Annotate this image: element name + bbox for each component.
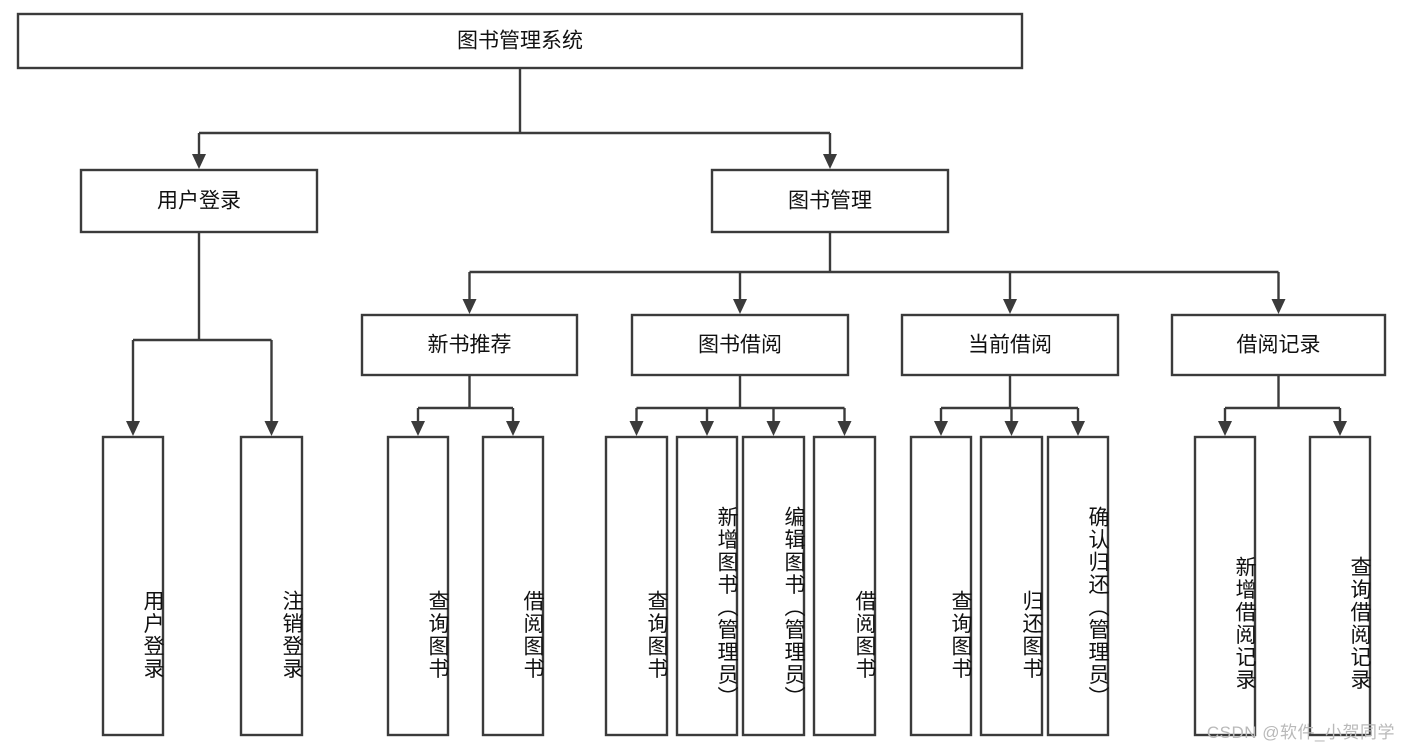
level2-box[interactable] xyxy=(710,168,950,234)
leaf-node[interactable] xyxy=(481,435,545,737)
level3-box[interactable] xyxy=(360,313,579,377)
root-label: 图书管理系统 xyxy=(457,30,583,53)
leaf-box[interactable] xyxy=(1308,435,1372,737)
level3-label: 借阅记录 xyxy=(1237,334,1321,357)
level3-label: 新书推荐 xyxy=(428,334,512,357)
leaf-node[interactable] xyxy=(1308,435,1372,737)
arrow-head-icon xyxy=(837,421,852,436)
level2-label: 图书管理 xyxy=(788,190,872,213)
arrow-head-icon xyxy=(733,299,747,314)
arrow-head-icon xyxy=(934,421,948,436)
leaf-box[interactable] xyxy=(1193,435,1257,737)
level2-label: 用户登录 xyxy=(157,190,241,213)
leaf-box[interactable] xyxy=(101,435,165,737)
arrow-head-icon xyxy=(1333,421,1347,436)
level3-node[interactable]: 新书推荐 xyxy=(360,313,579,377)
leaf-box[interactable] xyxy=(909,435,973,737)
watermark: CSDN @软件_小贺同学 xyxy=(1206,723,1395,742)
leaf-node[interactable] xyxy=(812,435,877,737)
arrow-head-icon xyxy=(823,154,837,169)
level2-box[interactable] xyxy=(79,168,319,234)
arrow-head-icon xyxy=(629,421,644,436)
edge-layer xyxy=(126,68,1347,436)
arrow-head-icon xyxy=(462,299,477,314)
arrow-head-icon xyxy=(192,154,206,169)
level3-label: 当前借阅 xyxy=(968,334,1052,357)
level3-node[interactable]: 图书借阅 xyxy=(630,313,850,377)
level3-label: 图书借阅 xyxy=(698,334,782,357)
leaf-box[interactable] xyxy=(675,435,739,737)
leaf-node[interactable] xyxy=(1193,435,1257,737)
leaf-node[interactable] xyxy=(1046,435,1110,737)
arrow-head-icon xyxy=(506,421,520,436)
arrow-head-icon xyxy=(411,421,425,436)
arrow-head-icon xyxy=(1218,421,1232,436)
leaf-box[interactable] xyxy=(386,435,450,737)
root-node[interactable]: 图书管理系统 xyxy=(16,12,1024,70)
leaf-box[interactable] xyxy=(239,435,304,737)
leaf-box[interactable] xyxy=(604,435,669,737)
leaf-box[interactable] xyxy=(741,435,806,737)
level3-node[interactable]: 借阅记录 xyxy=(1170,313,1387,377)
level3-node[interactable]: 当前借阅 xyxy=(900,313,1120,377)
leaf-node[interactable] xyxy=(101,435,165,737)
leaf-box[interactable] xyxy=(1046,435,1110,737)
leaf-box[interactable] xyxy=(481,435,545,737)
arrow-head-icon xyxy=(1071,421,1085,436)
leaf-node[interactable] xyxy=(675,435,739,737)
leaf-box[interactable] xyxy=(812,435,877,737)
arrow-head-icon xyxy=(126,421,140,436)
leaf-node[interactable] xyxy=(604,435,669,737)
leaf-node[interactable] xyxy=(386,435,450,737)
arrow-head-icon xyxy=(1003,299,1017,314)
leaf-node[interactable] xyxy=(979,435,1044,737)
level3-box[interactable] xyxy=(1170,313,1387,377)
arrow-head-icon xyxy=(766,421,781,436)
arrow-head-icon xyxy=(264,421,279,436)
leaf-node[interactable] xyxy=(741,435,806,737)
level3-box[interactable] xyxy=(630,313,850,377)
leaf-box[interactable] xyxy=(979,435,1044,737)
leaf-node[interactable] xyxy=(239,435,304,737)
arrow-head-icon xyxy=(1271,299,1286,314)
level2-node[interactable]: 用户登录 xyxy=(79,168,319,234)
arrow-head-icon xyxy=(1004,421,1019,436)
arrow-head-icon xyxy=(700,421,714,436)
level3-box[interactable] xyxy=(900,313,1120,377)
leaf-node[interactable] xyxy=(909,435,973,737)
level2-node[interactable]: 图书管理 xyxy=(710,168,950,234)
root-box[interactable] xyxy=(16,12,1024,70)
